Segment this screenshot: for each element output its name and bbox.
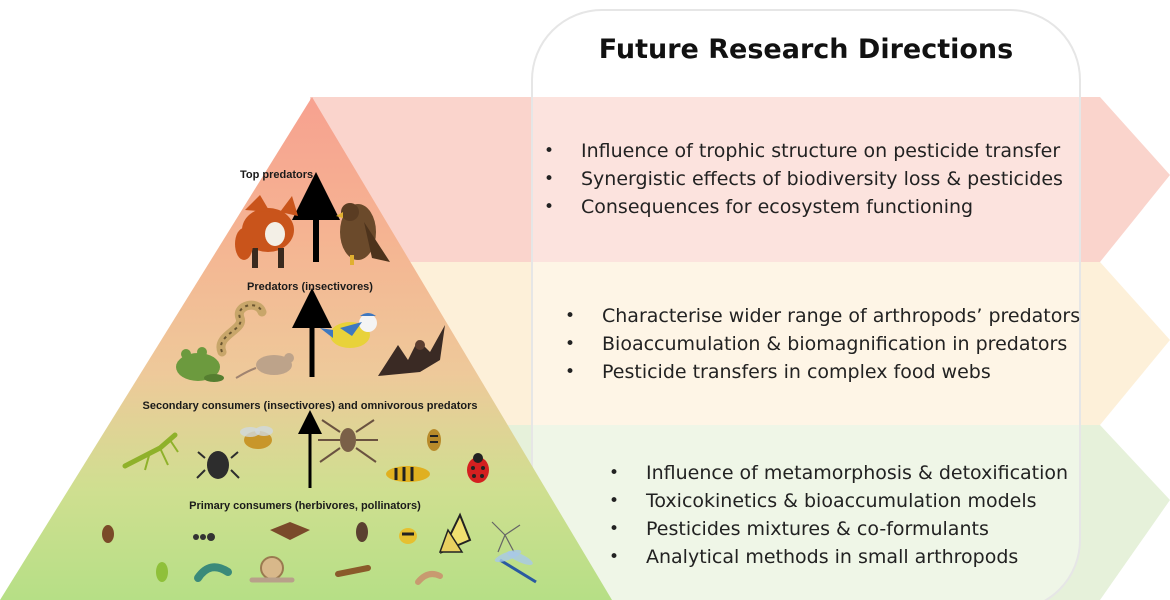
list-item: Influence of trophic structure on pestic… <box>544 137 1063 165</box>
list-item: Influence of metamorphosis & detoxificat… <box>609 459 1068 487</box>
blue-tit-icon <box>320 313 377 348</box>
diagram-title: Future Research Directions <box>598 34 1014 65</box>
mouse-icon <box>235 353 294 379</box>
bird-of-prey-icon <box>336 203 390 265</box>
spider-icon <box>318 419 378 463</box>
mantis-icon <box>122 432 179 471</box>
grasshopper-icon <box>335 565 371 577</box>
bee-icon <box>240 426 273 449</box>
butterfly-icon <box>438 512 472 554</box>
level-label-primary-consumers: Primary consumers (herbivores, pollinato… <box>189 500 421 512</box>
dragonfly-icon <box>494 549 537 584</box>
level-label-secondary-consumers: Secondary consumers (insectivores) and o… <box>142 400 478 412</box>
ladybird-icon <box>467 453 489 483</box>
larva-icon <box>415 571 443 585</box>
list-item: Analytical methods in small arthropods <box>609 543 1068 571</box>
bug-icon <box>102 525 114 543</box>
mosquito-icon <box>491 521 521 553</box>
list-item: Pesticides mixtures & co-formulants <box>609 515 1068 543</box>
fly-icon <box>356 522 368 542</box>
ant-icon <box>193 533 215 541</box>
trophic-pyramid <box>0 97 612 600</box>
moth-icon <box>270 522 310 540</box>
bat-icon <box>378 325 445 376</box>
snake-icon <box>216 300 267 357</box>
level-label-predators: Predators (insectivores) <box>247 281 373 293</box>
fox-icon <box>235 195 298 268</box>
list-item: Synergistic effects of biodiversity loss… <box>544 165 1063 193</box>
wasp-icon <box>386 466 430 482</box>
aphid-icon <box>156 562 168 582</box>
bumblebee-icon <box>399 528 417 544</box>
list-item: Bioaccumulation & biomagnification in pr… <box>565 330 1080 358</box>
list-item: Toxicokinetics & bioaccumulation models <box>609 487 1068 515</box>
list-item: Characterise wider range of arthropods’ … <box>565 302 1080 330</box>
beetle-icon <box>196 451 240 479</box>
list-item: Consequences for ecosystem functioning <box>544 193 1063 221</box>
research-list-bottom: Influence of metamorphosis & detoxificat… <box>609 459 1068 571</box>
list-item: Pesticide transfers in complex food webs <box>565 358 1080 386</box>
hoverfly-icon <box>427 429 441 451</box>
caterpillar-icon <box>194 563 232 582</box>
level-label-top-predators: Top predators <box>240 169 314 181</box>
snail-icon <box>249 556 295 583</box>
research-list-top: Influence of trophic structure on pestic… <box>544 137 1063 221</box>
research-list-middle: Characterise wider range of arthropods’ … <box>565 302 1080 386</box>
frog-icon <box>176 347 224 382</box>
